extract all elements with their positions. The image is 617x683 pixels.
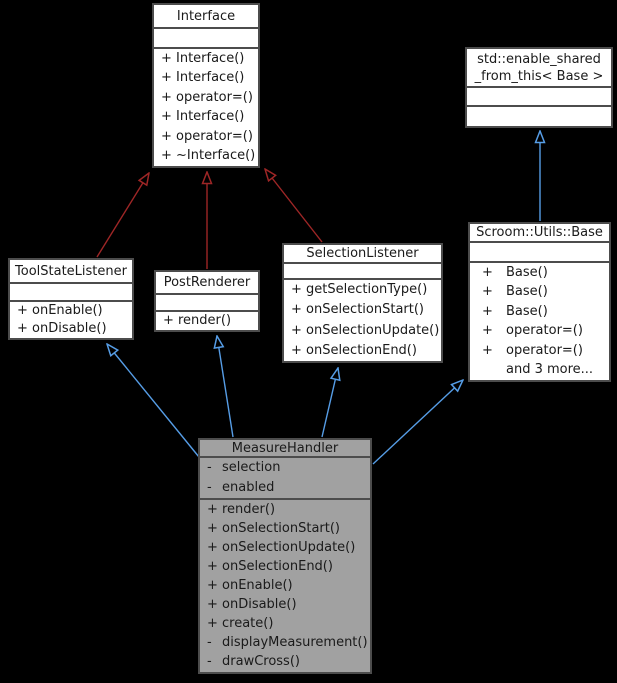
methods-compartment: +render() +onSelectionStart() +onSelecti… xyxy=(200,498,370,672)
method-row: +onSelectionUpdate() xyxy=(291,322,440,338)
methods-compartment xyxy=(467,105,611,126)
edge-selectionlistener-to-interface xyxy=(265,169,323,243)
method-row: +operator=() xyxy=(482,323,583,339)
class-title: MeasureHandler xyxy=(231,440,339,456)
methods-compartment: +getSelectionType() +onSelectionStart() … xyxy=(284,278,441,361)
methods-compartment: +Interface() +Interface() +operator=() +… xyxy=(154,47,258,166)
class-title-line1: std::enable_shared xyxy=(477,51,601,67)
method-row: +onSelectionEnd() xyxy=(291,342,417,358)
method-row: -displayMeasurement() xyxy=(207,635,368,651)
method-row: +operator=() xyxy=(161,128,253,144)
method-row: +onSelectionStart() xyxy=(291,302,425,318)
attributes-compartment xyxy=(154,27,258,47)
method-row: +render() xyxy=(163,313,232,328)
class-title: Scroom::Utils::Base xyxy=(476,225,603,240)
class-box-selectionlistener[interactable]: SelectionListener +getSelectionType() +o… xyxy=(282,243,443,363)
edge-toolstatelistener-to-interface xyxy=(96,173,149,258)
attributes-compartment xyxy=(156,293,258,310)
method-row: +operator=() xyxy=(482,342,583,358)
method-row: +onEnable() xyxy=(17,303,103,318)
attributes-compartment xyxy=(470,241,609,261)
method-row: +Interface() xyxy=(161,50,245,66)
class-title: std::enable_shared _from_this< Base > xyxy=(467,49,611,86)
method-row: +onDisable() xyxy=(17,321,107,336)
class-box-measurehandler[interactable]: MeasureHandler -selection -enabled +rend… xyxy=(198,438,372,674)
method-row: +onSelectionStart() xyxy=(207,520,341,536)
method-row: +getSelectionType() xyxy=(291,282,428,298)
class-box-toolstatelistener[interactable]: ToolStateListener +onEnable() +onDisable… xyxy=(8,258,134,340)
attributes-compartment: -selection -enabled xyxy=(200,456,370,498)
class-box-scroom-utils-base[interactable]: Scroom::Utils::Base +Base() +Base() +Bas… xyxy=(468,222,611,382)
class-box-postrenderer[interactable]: PostRenderer +render() xyxy=(154,270,260,332)
class-box-interface[interactable]: Interface +Interface() +Interface() +ope… xyxy=(152,3,260,168)
edge-measurehandler-to-scroomutilsbase xyxy=(372,380,463,465)
attributes-compartment xyxy=(467,86,611,105)
method-row: +~Interface() xyxy=(161,148,256,164)
class-title-line2: _from_this< Base > xyxy=(474,68,604,84)
class-title: ToolStateListener xyxy=(15,263,127,279)
method-row: +onSelectionUpdate() xyxy=(207,539,356,555)
class-title: Interface xyxy=(176,8,236,24)
edge-measurehandler-to-selectionlistener xyxy=(321,368,338,438)
class-box-enable-shared-from-this[interactable]: std::enable_shared _from_this< Base > xyxy=(465,47,613,128)
method-row: +onEnable() xyxy=(207,577,293,593)
method-row: +Interface() xyxy=(161,70,245,86)
method-row: +create() xyxy=(207,616,274,632)
method-row: +Interface() xyxy=(161,109,245,125)
class-title: SelectionListener xyxy=(306,246,419,261)
method-row-more: and 3 more... xyxy=(506,362,594,378)
method-row: -drawCross() xyxy=(207,654,300,670)
attribute-row: -enabled xyxy=(207,480,275,495)
methods-compartment: +onEnable() +onDisable() xyxy=(10,300,132,338)
method-row: +operator=() xyxy=(161,89,253,105)
edge-measurehandler-to-toolstatelistener xyxy=(107,344,200,458)
class-title: PostRenderer xyxy=(163,275,251,290)
method-row: +Base() xyxy=(482,284,548,300)
attributes-compartment xyxy=(284,262,441,278)
method-row: +onDisable() xyxy=(207,597,297,613)
method-row: +render() xyxy=(207,501,276,517)
edge-measurehandler-to-postrenderer xyxy=(217,336,234,438)
attribute-row: -selection xyxy=(207,460,281,475)
attributes-compartment xyxy=(10,282,132,300)
method-row: +Base() xyxy=(482,303,548,319)
methods-compartment: +Base() +Base() +Base() +operator=() +op… xyxy=(470,261,609,380)
method-row: +onSelectionEnd() xyxy=(207,558,333,574)
methods-compartment: +render() xyxy=(156,310,258,330)
method-row: +Base() xyxy=(482,264,548,280)
